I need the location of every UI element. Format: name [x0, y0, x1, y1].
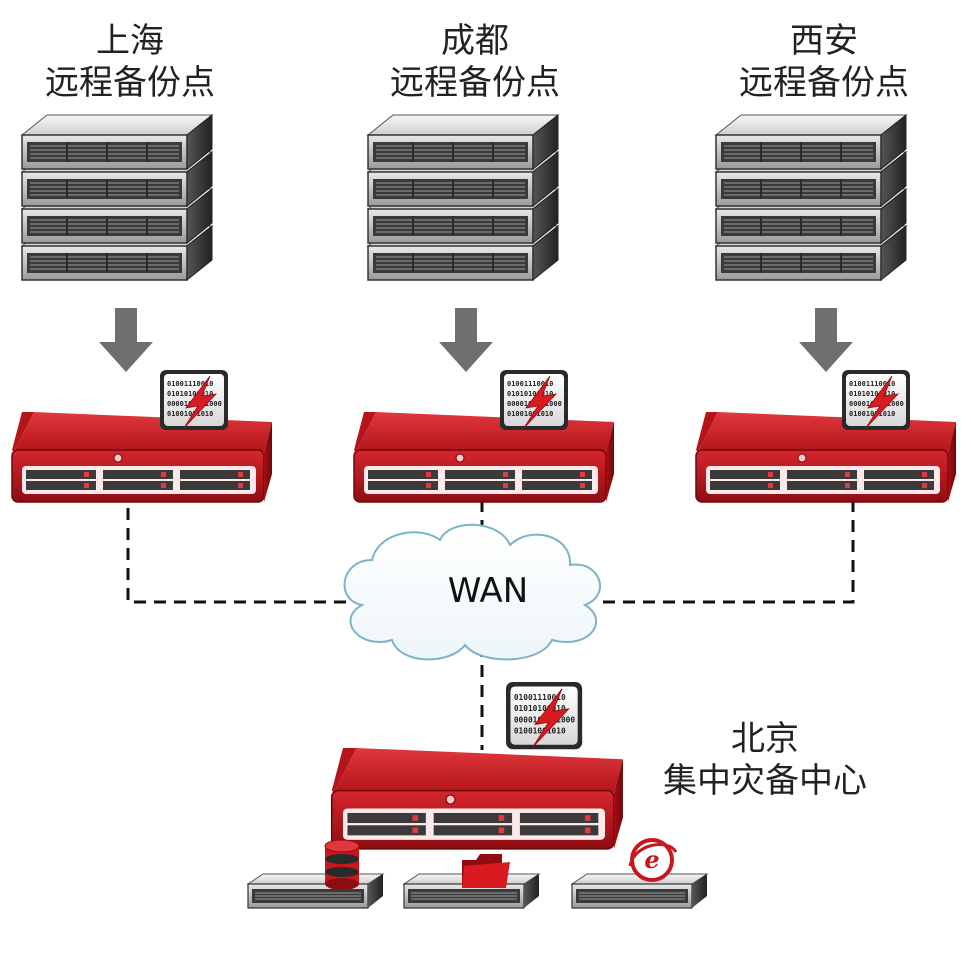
- server-rack-icon: [22, 115, 212, 280]
- site-city: 西安: [790, 21, 858, 61]
- server-rack-icon: [716, 115, 906, 280]
- link-shanghai: [126, 508, 360, 604]
- center-label-beijing: 北京 集中灾备中心: [650, 718, 880, 802]
- site-label-xian: 西安 远程备份点: [724, 20, 924, 104]
- client-server-web: [571, 873, 708, 909]
- folder-icon: [462, 854, 510, 888]
- central-backup-appliance-icon: [330, 747, 624, 850]
- center-city: 北京: [731, 719, 799, 759]
- site-city: 成都: [441, 21, 509, 61]
- site-label-chengdu: 成都 远程备份点: [375, 20, 575, 104]
- client-server-database: [247, 873, 384, 909]
- site-label-shanghai: 上海 远程备份点: [30, 20, 230, 104]
- site-role: 远程备份点: [45, 63, 215, 103]
- link-xian: [600, 500, 855, 604]
- svg-text:e: e: [644, 845, 659, 874]
- wan-label: WAN: [448, 571, 528, 611]
- center-role: 集中灾备中心: [663, 761, 867, 801]
- down-arrow-icon: [799, 308, 853, 372]
- binary-chip-icon: [159, 369, 229, 431]
- binary-chip-icon: [505, 681, 583, 750]
- cloud-icon: WAN: [343, 523, 602, 661]
- site-role: 远程备份点: [739, 63, 909, 103]
- backup-appliance-icon: [353, 411, 615, 503]
- server-rack-icon: [368, 115, 558, 280]
- site-city: 上海: [96, 21, 164, 61]
- down-arrow-icon: [439, 308, 493, 372]
- database-icon: [324, 839, 360, 890]
- down-arrow-icon: [99, 308, 153, 372]
- binary-chip-icon: [841, 369, 911, 431]
- backup-appliance-icon: [11, 411, 273, 503]
- binary-chip-icon: [499, 369, 569, 431]
- site-role: 远程备份点: [390, 63, 560, 103]
- internet-explorer-icon: e: [628, 838, 678, 882]
- backup-appliance-icon: [695, 411, 957, 503]
